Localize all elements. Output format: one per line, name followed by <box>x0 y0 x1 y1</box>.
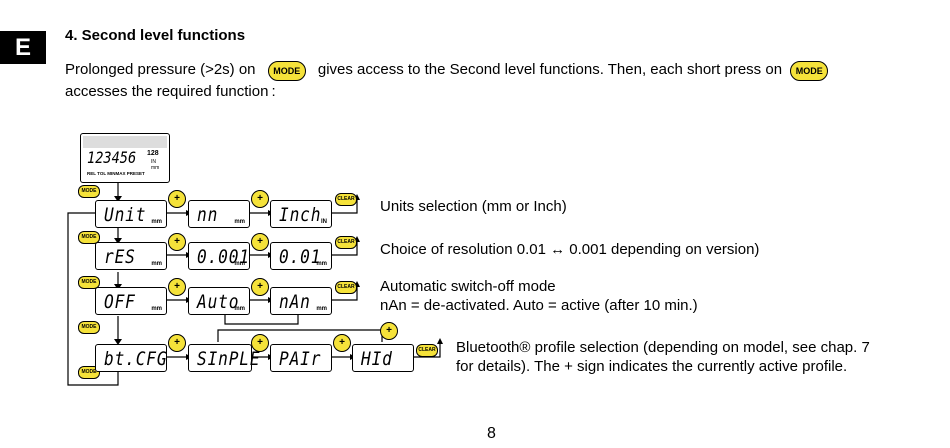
mode-button-icon: MODE <box>78 321 100 334</box>
plus-button-icon: + <box>251 190 269 208</box>
lcd-text: 0.001 <box>197 246 250 268</box>
lcd-unit: mm <box>234 261 245 267</box>
lcd-text: OFF <box>104 291 136 313</box>
display-unit-mm: mm <box>151 165 160 171</box>
lcd-option: PAIr <box>270 344 332 372</box>
lcd-text: bt.CFG <box>104 348 168 370</box>
clear-button-icon: CLEAR <box>335 236 357 249</box>
intro-part3: accesses the required function : <box>65 83 276 100</box>
lcd-text: nn <box>197 204 219 226</box>
section-tab: E <box>0 31 46 64</box>
clear-button-icon: CLEAR <box>416 344 438 357</box>
analog-scale <box>83 136 167 148</box>
plus-button-icon: + <box>168 334 186 352</box>
lcd-text: HId <box>361 348 393 370</box>
lcd-text: rES <box>104 246 136 268</box>
display-sub-value: 128 <box>147 150 159 157</box>
lcd-option: 0.001 mm <box>188 242 250 270</box>
mode-button-icon: MODE <box>267 61 306 81</box>
lcd-text: Inch <box>279 204 322 226</box>
lcd-text: Auto <box>197 291 240 313</box>
lcd-menu-unit: Unit mm <box>95 200 167 228</box>
row-description: for details). The + sign indicates the c… <box>456 358 848 375</box>
lcd-text: SInPLE <box>197 348 261 370</box>
lcd-option: Inch IN <box>270 200 332 228</box>
display-unit-in: IN <box>151 159 156 165</box>
page-number: 8 <box>487 425 496 442</box>
lcd-unit: mm <box>234 306 245 312</box>
plus-button-icon: + <box>251 334 269 352</box>
lcd-option: nAn mm <box>270 287 332 315</box>
lcd-unit: IN <box>321 219 327 225</box>
mode-button-icon: MODE <box>78 185 100 198</box>
lcd-option: SInPLE <box>188 344 260 372</box>
plus-button-icon: + <box>333 334 351 352</box>
row-description: Units selection (mm or Inch) <box>380 198 567 215</box>
plus-button-icon: + <box>380 322 398 340</box>
section-heading: 4. Second level functions <box>65 27 246 44</box>
plus-button-icon: + <box>251 278 269 296</box>
lcd-unit: mm <box>316 261 327 267</box>
lcd-option: Auto mm <box>188 287 250 315</box>
display-main-value: 123456 <box>87 148 137 167</box>
plus-button-icon: + <box>168 190 186 208</box>
intro-paragraph: Prolonged pressure (>2s) on MODE gives a… <box>65 60 945 81</box>
lcd-text: 0.01 <box>279 246 322 268</box>
plus-button-icon: + <box>251 233 269 251</box>
lcd-unit: mm <box>316 306 327 312</box>
device-display: 123456 128 IN mm REL TOL MINMAX PRESET <box>80 133 170 183</box>
lcd-unit: mm <box>234 219 245 225</box>
lcd-menu-off: OFF mm <box>95 287 167 315</box>
lcd-option: nn mm <box>188 200 250 228</box>
mode-button-icon: MODE <box>78 276 100 289</box>
mode-button-icon: MODE <box>78 366 100 379</box>
lcd-option: HId <box>352 344 414 372</box>
lcd-unit: mm <box>151 219 162 225</box>
lcd-option: 0.01 mm <box>270 242 332 270</box>
row-description: Choice of resolution 0.01 ↔ 0.001 depend… <box>380 241 760 258</box>
clear-button-icon: CLEAR <box>335 281 357 294</box>
plus-button-icon: + <box>168 278 186 296</box>
clear-button-icon: CLEAR <box>335 193 357 206</box>
lcd-text: nAn <box>279 291 311 313</box>
lcd-unit: mm <box>151 306 162 312</box>
row-description: Automatic switch-off mode <box>380 278 556 295</box>
plus-button-icon: + <box>168 233 186 251</box>
row-description: Bluetooth® profile selection (depending … <box>456 339 870 356</box>
lcd-unit: mm <box>151 261 162 267</box>
mode-button-icon: MODE <box>78 231 100 244</box>
row-description: nAn = de-activated. Auto = active (after… <box>380 297 698 314</box>
lcd-menu-btcfg: bt.CFG <box>95 344 167 372</box>
mode-button-icon: MODE <box>790 61 829 81</box>
intro-part2: gives access to the Second level functio… <box>317 61 783 78</box>
lcd-menu-res: rES mm <box>95 242 167 270</box>
lcd-text: PAIr <box>279 348 322 370</box>
display-status-bar: REL TOL MINMAX PRESET <box>87 171 145 176</box>
lcd-text: Unit <box>104 204 147 226</box>
intro-part1: Prolonged pressure (>2s) on <box>65 61 256 78</box>
